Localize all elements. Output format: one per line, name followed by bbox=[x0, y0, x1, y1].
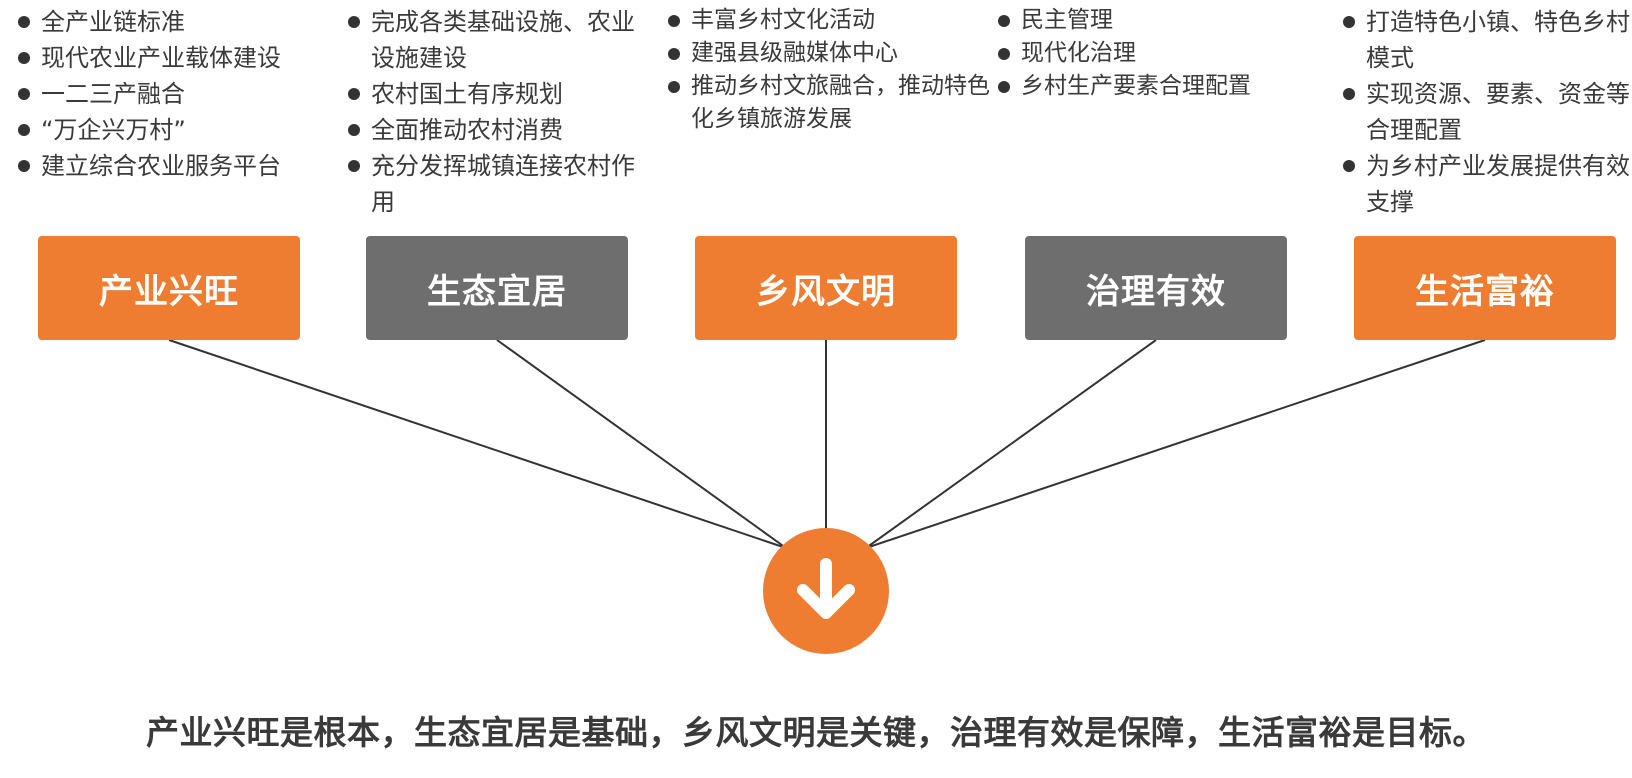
connector-line-1 bbox=[168, 339, 787, 549]
bullet-dot bbox=[348, 160, 360, 172]
center-circle bbox=[763, 528, 889, 654]
list-item: 丰富乡村文化活动 bbox=[665, 4, 995, 37]
list-item: 现代农业产业载体建设 bbox=[15, 40, 315, 76]
list-item: 建立综合农业服务平台 bbox=[15, 148, 315, 184]
bullet-dot bbox=[998, 15, 1010, 27]
list-item: 建强县级融媒体中心 bbox=[665, 37, 995, 70]
bullet-list-ecology: 完成各类基础设施、农业设施建设 农村国土有序规划 全面推动农村消费 充分发挥城镇… bbox=[345, 4, 650, 220]
bullet-dot bbox=[998, 81, 1010, 93]
list-item: 全产业链标准 bbox=[15, 4, 315, 40]
bullet-dot bbox=[668, 15, 680, 27]
pillar-ecological-livability: 生态宜居 bbox=[366, 236, 628, 340]
bullet-dot bbox=[668, 81, 680, 93]
list-item: 现代化治理 bbox=[995, 37, 1295, 70]
bullet-dot bbox=[348, 16, 360, 28]
list-item: “万企兴万村” bbox=[15, 112, 315, 148]
list-item: 民主管理 bbox=[995, 4, 1295, 37]
list-item: 农村国土有序规划 bbox=[345, 76, 650, 112]
bullet-dot bbox=[18, 52, 30, 64]
pillar-affluent-life: 生活富裕 bbox=[1354, 236, 1616, 340]
bullet-list-governance: 民主管理 现代化治理 乡村生产要素合理配置 bbox=[995, 4, 1295, 103]
bullet-dot bbox=[18, 160, 30, 172]
list-item: 实现资源、要素、资金等合理配置 bbox=[1340, 76, 1630, 148]
bullet-list-industry: 全产业链标准 现代农业产业载体建设 一二三产融合 “万企兴万村” 建立综合农业服… bbox=[15, 4, 315, 184]
connector-line-4 bbox=[865, 339, 1157, 549]
bullet-dot bbox=[998, 48, 1010, 60]
bullet-dot bbox=[18, 88, 30, 100]
bullet-dot bbox=[348, 88, 360, 100]
list-item: 推动乡村文旅融合，推动特色化乡镇旅游发展 bbox=[665, 70, 995, 136]
bullet-list-prosperity: 打造特色小镇、特色乡村模式 实现资源、要素、资金等合理配置 为乡村产业发展提供有… bbox=[1340, 4, 1630, 220]
bullet-dot bbox=[1343, 160, 1355, 172]
connector-line-2 bbox=[496, 339, 787, 549]
bullet-list-culture: 丰富乡村文化活动 建强县级融媒体中心 推动乡村文旅融合，推动特色化乡镇旅游发展 bbox=[665, 4, 995, 136]
list-item: 完成各类基础设施、农业设施建设 bbox=[345, 4, 650, 76]
pillar-rural-civility: 乡风文明 bbox=[695, 236, 957, 340]
bullet-dot bbox=[1343, 88, 1355, 100]
list-item: 乡村生产要素合理配置 bbox=[995, 70, 1295, 103]
bullet-dot bbox=[1343, 16, 1355, 28]
arrow-down-icon bbox=[797, 558, 855, 619]
list-item: 全面推动农村消费 bbox=[345, 112, 650, 148]
list-item: 一二三产融合 bbox=[15, 76, 315, 112]
bullet-dot bbox=[18, 16, 30, 28]
list-item: 充分发挥城镇连接农村作用 bbox=[345, 148, 650, 220]
summary-text: 产业兴旺是根本，生态宜居是基础，乡风文明是关键，治理有效是保障，生活富裕是目标。 bbox=[146, 713, 1486, 752]
pillar-effective-governance: 治理有效 bbox=[1025, 236, 1287, 340]
bullet-dot bbox=[348, 124, 360, 136]
pillar-industry-prosperity: 产业兴旺 bbox=[38, 236, 300, 340]
list-item: 打造特色小镇、特色乡村模式 bbox=[1340, 4, 1630, 76]
list-item: 为乡村产业发展提供有效支撑 bbox=[1340, 148, 1630, 220]
bullet-dot bbox=[18, 124, 30, 136]
connector-line-5 bbox=[865, 339, 1486, 549]
bullet-dot bbox=[668, 48, 680, 60]
